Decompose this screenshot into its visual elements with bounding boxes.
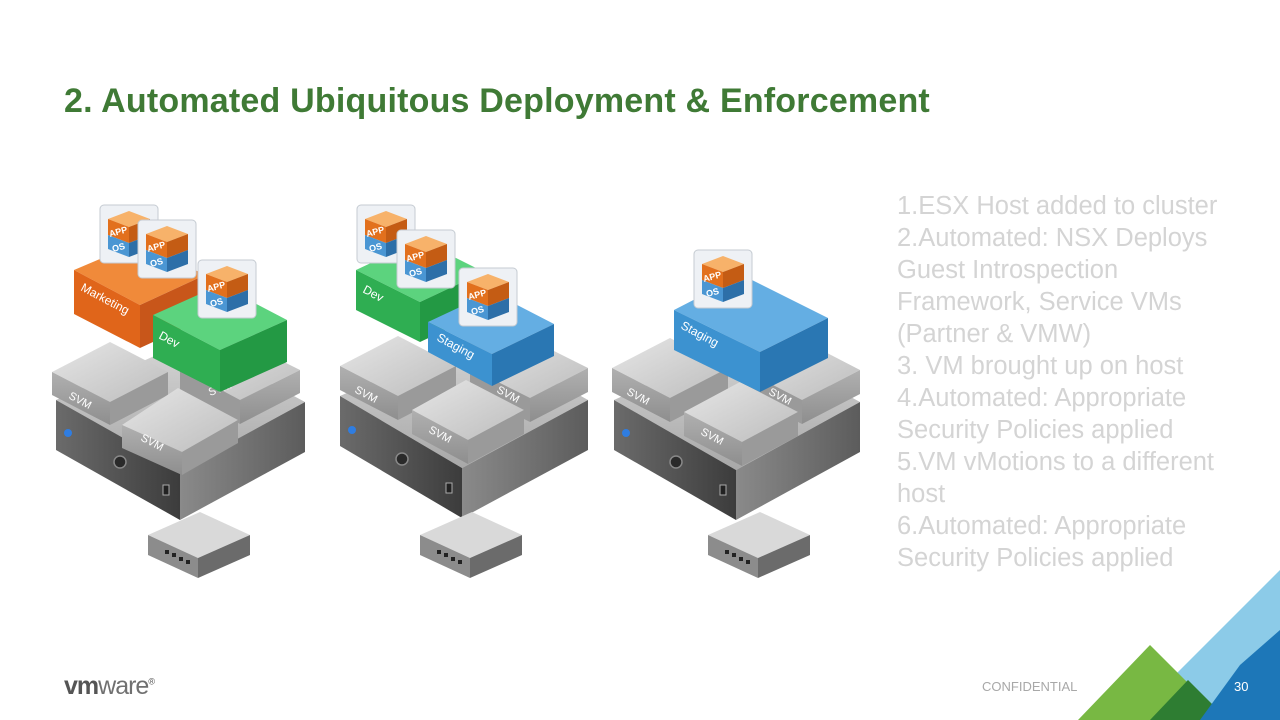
confidential-label: CONFIDENTIAL [982,679,1078,694]
step-item: 3. VM brought up on host [897,352,1184,380]
host-2: SVM SVM SVM Dev Staging [340,204,588,578]
usb-port-icon [162,484,170,496]
vm-cube-icon: APP OS [396,229,456,289]
server-side [462,400,588,518]
app-label: APP [702,269,722,283]
usb-port-icon [719,484,727,496]
app-label: APP [365,224,385,238]
drive-icon [395,452,409,466]
vmware-logo: vmware® [64,672,155,701]
logo-ware: ware [98,672,149,700]
step-item: 5.VM vMotions to a different host [897,448,1215,508]
slide-title: 2. Automated Ubiquitous Deployment & Enf… [64,82,930,120]
server-side [736,402,860,520]
host-3: SVM SVM SVM Staging APP O [612,249,860,578]
svm-box: SVM [340,336,456,420]
server-side [180,402,305,520]
corner-blue-dark [1200,630,1280,720]
logo-mark: ® [148,676,155,687]
os-label: OS [209,296,224,309]
svm-box: SVM [412,380,524,464]
os-label: OS [408,266,423,279]
os-label: OS [111,241,126,254]
app-label: APP [467,287,487,301]
svm-box: SVM [52,342,168,425]
vm-cube-icon: APP OS [137,219,197,279]
app-label: APP [206,279,226,293]
power-led-icon [622,429,630,437]
steps-list: 1.ESX Host added to cluster 2.Automated:… [897,190,1242,574]
page-number: 30 [1234,679,1249,694]
os-label: OS [368,241,383,254]
drive-icon [669,455,683,469]
os-label: OS [149,256,164,269]
power-led-icon [64,429,72,437]
vm-cube-icon: APP OS [693,249,753,309]
os-label: OS [470,304,485,317]
host-1: SVM SVM SVM Marketing Dev [52,204,305,578]
step-item: 6.Automated: Appropriate Security Polici… [897,512,1187,572]
app-label: APP [146,239,166,253]
drive-icon [113,455,127,469]
step-item: 4.Automated: Appropriate Security Polici… [897,384,1187,444]
app-label: APP [108,224,128,238]
logo-vm: vm [64,672,99,700]
network-switch-icon [148,512,250,578]
usb-port-icon [445,482,453,494]
network-switch-icon [708,512,810,578]
vm-cube-icon: APP OS [458,267,518,327]
os-label: OS [705,286,720,299]
step-item: 1.ESX Host added to cluster [897,192,1218,220]
power-led-icon [348,426,356,434]
vm-cube-icon: APP OS [197,259,257,319]
app-label: APP [405,249,425,263]
svm-box: SVM [122,388,238,475]
step-item: 2.Automated: NSX Deploys Guest Introspec… [897,224,1208,348]
network-switch-icon [420,512,522,578]
svm-box: SVM [684,382,798,466]
svm-box: SVM [612,338,728,422]
